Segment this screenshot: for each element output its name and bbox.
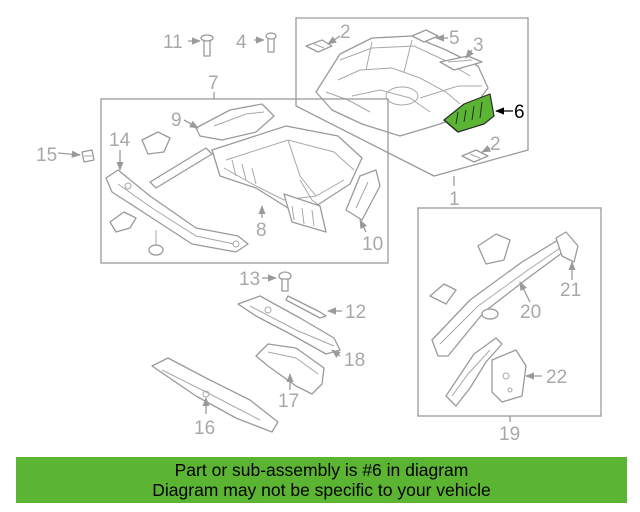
callout-14: 14 — [109, 130, 131, 151]
bracket-small-c — [109, 211, 137, 233]
bracket-10 — [345, 169, 381, 221]
leader-15 — [57, 150, 81, 158]
parts-diagram: 1 2 2 3 4 5 6 7 8 9 10 11 12 13 14 15 16… — [36, 17, 602, 445]
callout-13: 13 — [239, 269, 260, 290]
callout-2b: 2 — [490, 134, 501, 155]
rear-panel-14 — [105, 169, 249, 253]
reinforcement-3 — [439, 55, 483, 71]
leader-2b — [481, 145, 491, 153]
leader-20 — [519, 281, 531, 303]
side-rail-20 — [429, 233, 567, 357]
callout-16: 16 — [194, 418, 215, 439]
callout-19: 19 — [499, 424, 520, 445]
part-6-highlighted — [443, 93, 495, 133]
bracket-small-a — [141, 131, 171, 155]
callout-21: 21 — [560, 280, 581, 301]
callout-10: 10 — [362, 234, 383, 255]
bolt-13 — [278, 271, 292, 292]
banner-line-2: Diagram may not be specific to your vehi… — [152, 480, 491, 500]
rail-18 — [237, 295, 341, 355]
lower-rail-19 — [445, 337, 503, 407]
callout-17: 17 — [278, 391, 299, 412]
plate-22 — [491, 349, 527, 403]
callout-9: 9 — [171, 110, 182, 131]
banner-line-1: Part or sub-assembly is #6 in diagram — [174, 460, 469, 480]
bar-12 — [285, 295, 327, 319]
callout-18: 18 — [344, 350, 365, 371]
leader-3 — [465, 49, 474, 59]
support-17 — [255, 343, 325, 395]
callout-8: 8 — [256, 220, 267, 241]
callout-2a: 2 — [340, 22, 351, 43]
leader-10 — [359, 219, 367, 233]
leader-2a — [327, 35, 341, 45]
leader-9 — [183, 119, 199, 129]
floor-assembly-group-frame — [100, 98, 389, 264]
clip-15 — [81, 149, 95, 163]
bracket-2-bottom — [461, 149, 489, 163]
bracket-21 — [555, 231, 579, 263]
callout-11: 11 — [163, 32, 183, 53]
crossmember-9 — [195, 103, 275, 141]
rail-small-b — [149, 147, 213, 189]
callout-4: 4 — [236, 32, 247, 53]
floor-panel-8 — [211, 125, 363, 233]
callout-20: 20 — [520, 302, 541, 323]
bolt-11 — [200, 34, 214, 57]
bolt-4 — [265, 32, 277, 53]
callout-15: 15 — [36, 145, 57, 166]
callout-1: 1 — [449, 189, 460, 210]
info-banner: Part or sub-assembly is #6 in diagram Di… — [16, 457, 627, 503]
leader-18 — [331, 349, 341, 358]
bolt-small-d — [148, 230, 164, 256]
bracket-2-top — [305, 39, 333, 53]
callout-3: 3 — [473, 35, 484, 56]
callout-12: 12 — [345, 302, 366, 323]
callout-22: 22 — [546, 367, 567, 388]
callout-7: 7 — [208, 73, 219, 94]
floor-pan-group-frame — [295, 17, 529, 177]
callout-6: 6 — [514, 102, 525, 123]
callout-5: 5 — [449, 28, 460, 49]
